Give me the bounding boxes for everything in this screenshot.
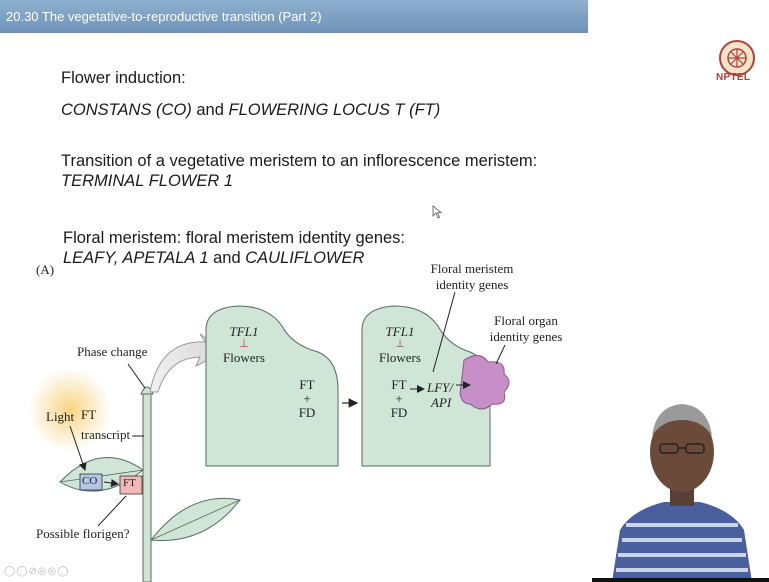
floral-organ-identity-label-1: Floral organ (494, 313, 558, 328)
ft-label-1: FT (299, 377, 315, 392)
and-text: and (196, 101, 224, 119)
co-box-label: CO (82, 475, 98, 487)
floral-organ-identity-label-2: identity genes (489, 329, 563, 344)
leafy-ap1-genes: LEAFY, APETALA 1 (63, 249, 209, 267)
possible-florigen-label: Possible florigen? (36, 526, 130, 541)
leafy-line: LEAFY, APETALA 1 and CAULIFLOWER (63, 249, 364, 268)
panel-label: (A) (36, 262, 55, 277)
inhibit-symbol-1: ⊥ (239, 338, 249, 350)
fd-label-1: FD (298, 405, 316, 420)
co-gene: CONSTANS (CO) (61, 101, 192, 119)
transition-heading: Transition of a vegetative meristem to a… (61, 152, 538, 170)
plus-label-2: + (395, 391, 403, 406)
fd-label-2: FD (390, 405, 408, 420)
and-text-2: and (213, 249, 241, 267)
nptel-logo-text: NPTEL (716, 72, 751, 83)
light-glow (28, 368, 112, 452)
phase-change-label: Phase change (77, 344, 148, 359)
cauliflower-gene: CAULIFLOWER (245, 249, 365, 267)
floral-meristem-identity-label-2: identity genes (435, 277, 509, 292)
ft-transcript-label-2: transcript (81, 427, 131, 442)
ft-box (119, 475, 143, 495)
light-label: Light (46, 409, 75, 424)
floral-organ-bump (459, 355, 510, 410)
player-controls-icons[interactable]: ◯◯⊘◎◎◯ (4, 566, 70, 577)
api-label: API (431, 395, 452, 410)
inhibit-symbol-2: ⊥ (395, 338, 405, 350)
co-ft-line: CONSTANS (CO) and FLOWERING LOCUS T (FT) (61, 101, 440, 120)
co-box (79, 473, 103, 491)
tfl1-label-2: TFL1 (385, 324, 415, 339)
terminal-flower-gene: TERMINAL FLOWER 1 (61, 172, 234, 190)
vegetative-meristem-shape (205, 305, 339, 467)
floral-meristem-heading: Floral meristem: floral meristem identit… (63, 229, 406, 247)
nptel-logo-icon (719, 40, 755, 76)
slide-title: 20.30 The vegetative-to-reproductive tra… (6, 9, 322, 24)
tfl1-label-1: TFL1 (229, 324, 259, 339)
flower-induction-heading: Flower induction: (61, 69, 186, 87)
presenter-video (592, 340, 769, 582)
plant-stem (142, 391, 152, 582)
ft-box-label: FT (123, 477, 136, 489)
plus-label-1: + (303, 391, 311, 406)
lfy-label: LFY/ (427, 380, 454, 395)
floral-meristem-identity-label-1: Floral meristem (430, 261, 514, 276)
flowers-label-2: Flowers (379, 350, 421, 365)
flowers-label-1: Flowers (223, 350, 265, 365)
ft-transcript-label-1: FT (81, 407, 97, 422)
ft-label-2: FT (391, 377, 407, 392)
slide-title-bar: 20.30 The vegetative-to-reproductive tra… (0, 0, 588, 33)
ft-gene: FLOWERING LOCUS T (FT) (228, 101, 441, 119)
mouse-cursor-icon (432, 205, 442, 219)
